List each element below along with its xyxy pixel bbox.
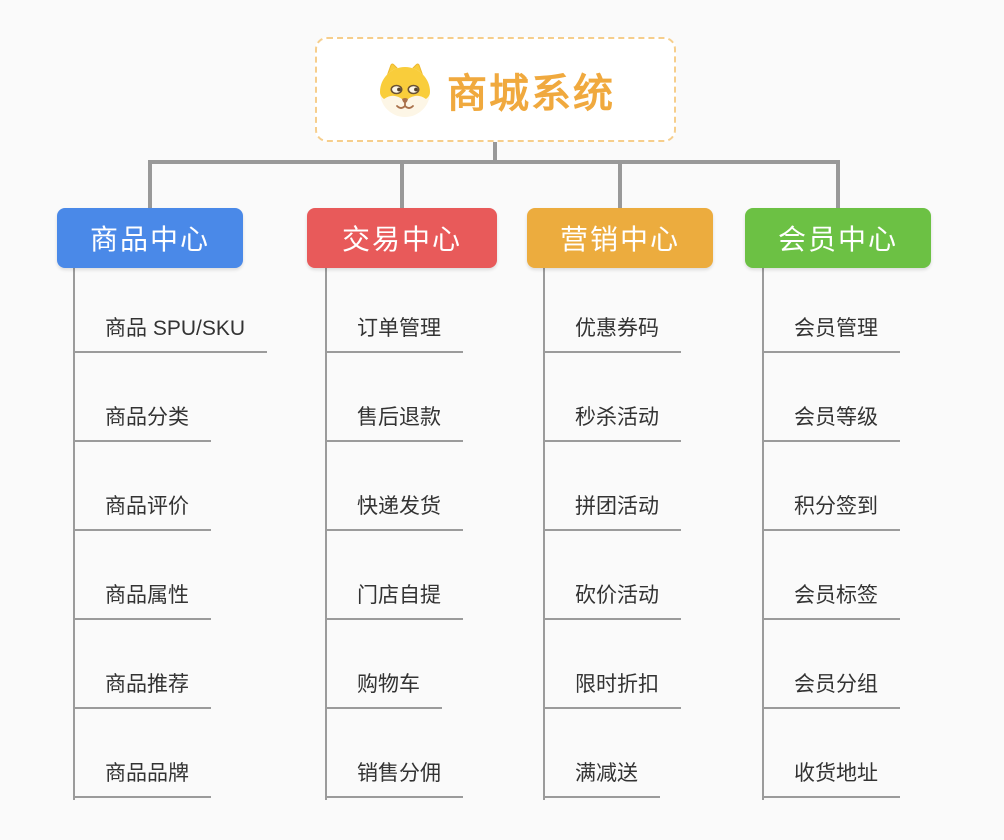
leaf-item[interactable]: 售后退款 [325, 405, 463, 442]
leaf-item[interactable]: 秒杀活动 [543, 405, 681, 442]
connector-drop-3 [618, 160, 622, 208]
leaf-item[interactable]: 快递发货 [325, 494, 463, 531]
connector-drop-4 [836, 160, 840, 208]
connector-root-stub [493, 142, 497, 162]
leaf-item[interactable]: 商品属性 [73, 583, 211, 620]
branch-node-products[interactable]: 商品中心 [57, 208, 243, 268]
connector-horizontal-rail [148, 160, 840, 164]
root-title: 商城系统 [447, 71, 615, 116]
leaf-item[interactable]: 会员等级 [762, 405, 900, 442]
column-spine-4 [762, 268, 764, 800]
leaf-item[interactable]: 门店自提 [325, 583, 463, 620]
leaf-item[interactable]: 优惠券码 [543, 316, 681, 353]
leaf-item[interactable]: 会员分组 [762, 672, 900, 709]
leaf-item[interactable]: 会员标签 [762, 583, 900, 620]
leaf-item[interactable]: 订单管理 [325, 316, 463, 353]
leaf-item[interactable]: 商品品牌 [73, 761, 211, 798]
column-spine-3 [543, 268, 545, 800]
leaf-item[interactable]: 会员管理 [762, 316, 900, 353]
leaf-item[interactable]: 商品分类 [73, 405, 211, 442]
branch-node-members[interactable]: 会员中心 [745, 208, 931, 268]
leaf-item[interactable]: 满减送 [543, 761, 660, 798]
leaf-item[interactable]: 限时折扣 [543, 672, 681, 709]
leaf-item[interactable]: 积分签到 [762, 494, 900, 531]
connector-drop-1 [148, 160, 152, 208]
dog-icon [376, 63, 434, 117]
column-spine-2 [325, 268, 327, 800]
branch-node-marketing[interactable]: 营销中心 [527, 208, 713, 268]
leaf-item[interactable]: 收货地址 [762, 761, 900, 798]
branch-node-trade[interactable]: 交易中心 [307, 208, 497, 268]
leaf-item[interactable]: 销售分佣 [325, 761, 463, 798]
leaf-item[interactable]: 商品推荐 [73, 672, 211, 709]
column-spine-1 [73, 268, 75, 800]
root-node[interactable]: 商城系统 [315, 37, 676, 142]
leaf-item[interactable]: 商品评价 [73, 494, 211, 531]
leaf-item[interactable]: 砍价活动 [543, 583, 681, 620]
leaf-item[interactable]: 拼团活动 [543, 494, 681, 531]
leaf-item[interactable]: 购物车 [325, 672, 442, 709]
leaf-item[interactable]: 商品 SPU/SKU [73, 316, 268, 353]
connector-drop-2 [400, 160, 404, 208]
